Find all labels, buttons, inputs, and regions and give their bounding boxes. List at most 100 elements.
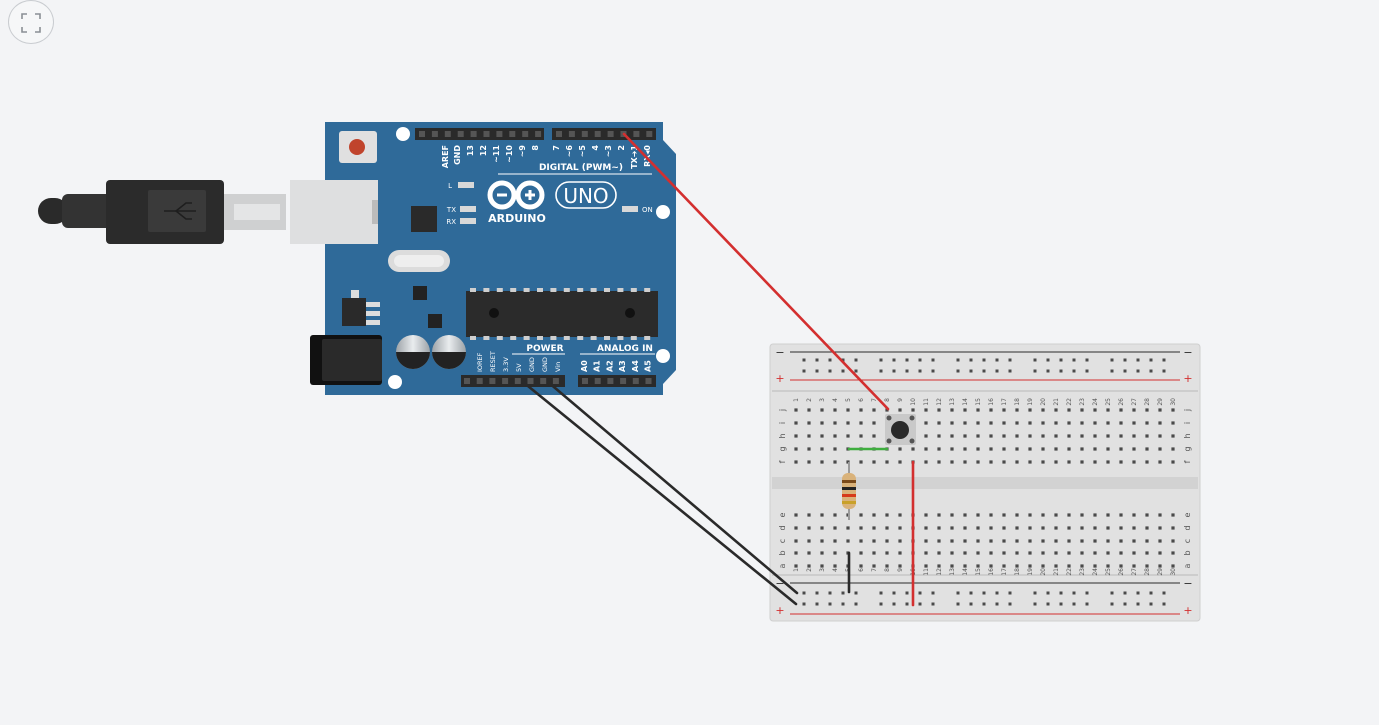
wire-5v-to-rail[interactable] — [521, 380, 798, 606]
bottom-power-rail[interactable]: − − + + — [775, 577, 1192, 617]
svg-text:17: 17 — [1001, 398, 1008, 406]
reset-button[interactable] — [339, 131, 377, 163]
capacitor-1 — [396, 335, 430, 369]
digital-pin-label: ~3 — [604, 145, 613, 157]
svg-text:+: + — [1183, 372, 1192, 385]
svg-text:d: d — [1183, 525, 1192, 530]
digital-pin-label: 7 — [552, 145, 561, 151]
digital-pin-label: RX◂0 — [643, 145, 652, 167]
power-pin-label: IOREF — [476, 352, 484, 372]
svg-text:f: f — [1183, 460, 1192, 463]
svg-text:27: 27 — [1131, 568, 1138, 576]
analog-pin-label: A3 — [618, 360, 627, 372]
svg-text:j: j — [778, 409, 787, 412]
usb-cable[interactable] — [38, 180, 286, 244]
svg-text:−: − — [1183, 346, 1192, 359]
svg-text:18: 18 — [1014, 398, 1021, 406]
svg-text:5: 5 — [845, 398, 852, 402]
svg-text:6: 6 — [858, 568, 865, 572]
svg-text:4: 4 — [832, 398, 839, 402]
svg-text:f: f — [778, 460, 787, 463]
svg-text:28: 28 — [1144, 568, 1151, 576]
power-pin-label: 5V — [515, 363, 523, 372]
analog-pin-label: A4 — [631, 360, 640, 372]
svg-text:−: − — [775, 577, 784, 590]
power-header-label: POWER — [526, 344, 563, 354]
svg-text:16: 16 — [988, 398, 995, 406]
svg-text:h: h — [778, 433, 787, 438]
wire-digital-2-to-button[interactable] — [622, 132, 890, 411]
svg-text:19: 19 — [1027, 568, 1034, 576]
svg-text:e: e — [778, 512, 787, 517]
svg-text:21: 21 — [1053, 568, 1060, 576]
analog-pin-label: A1 — [593, 360, 602, 372]
svg-text:22: 22 — [1066, 398, 1073, 406]
svg-text:h: h — [1183, 433, 1192, 438]
svg-text:i: i — [1183, 422, 1192, 424]
top-power-rail[interactable]: − − + + — [775, 346, 1192, 385]
svg-text:b: b — [1183, 550, 1192, 555]
svg-text:TX: TX — [446, 206, 456, 214]
svg-text:11: 11 — [923, 398, 930, 406]
svg-text:c: c — [1183, 539, 1192, 543]
fit-to-view-button[interactable] — [8, 0, 54, 44]
power-pin-label: 3.3V — [502, 357, 510, 372]
svg-text:7: 7 — [871, 398, 878, 402]
svg-text:+: + — [775, 372, 784, 385]
svg-text:−: − — [1183, 577, 1192, 590]
arduino-brand-text: ARDUINO — [488, 212, 546, 225]
svg-text:RX: RX — [446, 218, 456, 226]
status-leds: L TX RX ON — [446, 182, 653, 226]
capacitor-2 — [432, 335, 466, 369]
svg-text:d: d — [778, 525, 787, 530]
svg-text:23: 23 — [1079, 568, 1086, 576]
digital-pin-label: ~5 — [578, 145, 587, 158]
svg-text:13: 13 — [949, 398, 956, 406]
svg-text:L: L — [448, 182, 452, 190]
svg-text:27: 27 — [1131, 398, 1138, 406]
svg-text:30: 30 — [1170, 398, 1177, 406]
svg-text:a: a — [778, 563, 787, 568]
svg-text:g: g — [778, 446, 787, 451]
resistor[interactable] — [842, 462, 856, 520]
svg-text:23: 23 — [1079, 398, 1086, 406]
svg-text:11: 11 — [923, 568, 930, 576]
push-button[interactable] — [885, 414, 916, 445]
wire-gnd-to-rail[interactable] — [546, 380, 799, 595]
svg-text:21: 21 — [1053, 398, 1060, 406]
svg-text:9: 9 — [897, 568, 904, 572]
svg-text:25: 25 — [1105, 398, 1112, 406]
usb-jack — [290, 180, 378, 244]
analog-pin-label: A0 — [580, 360, 589, 372]
power-pin-label: Vin — [554, 362, 562, 372]
svg-text:+: + — [775, 604, 784, 617]
arduino-logo: ARDUINO UNO — [487, 180, 617, 225]
power-pin-label: GND — [528, 357, 536, 372]
analog-header-label: ANALOG IN — [597, 344, 653, 354]
small-chip — [413, 286, 427, 300]
usb-chip — [411, 206, 437, 232]
digital-pin-label: GND — [453, 145, 462, 165]
svg-text:12: 12 — [936, 568, 943, 576]
power-pin-label: GND — [541, 357, 549, 372]
svg-text:24: 24 — [1092, 398, 1099, 406]
svg-text:6: 6 — [858, 398, 865, 402]
digital-pin-label: ~10 — [505, 145, 514, 163]
svg-text:i: i — [778, 422, 787, 424]
digital-pin-label: TX➔1 — [630, 145, 639, 169]
svg-text:1: 1 — [793, 398, 800, 402]
voltage-regulator — [342, 290, 380, 326]
svg-text:2: 2 — [806, 568, 813, 572]
svg-text:−: − — [775, 346, 784, 359]
arduino-model-text: UNO — [563, 184, 608, 208]
analog-pin-label: A2 — [605, 360, 614, 372]
digital-pin-label: 13 — [466, 145, 475, 156]
